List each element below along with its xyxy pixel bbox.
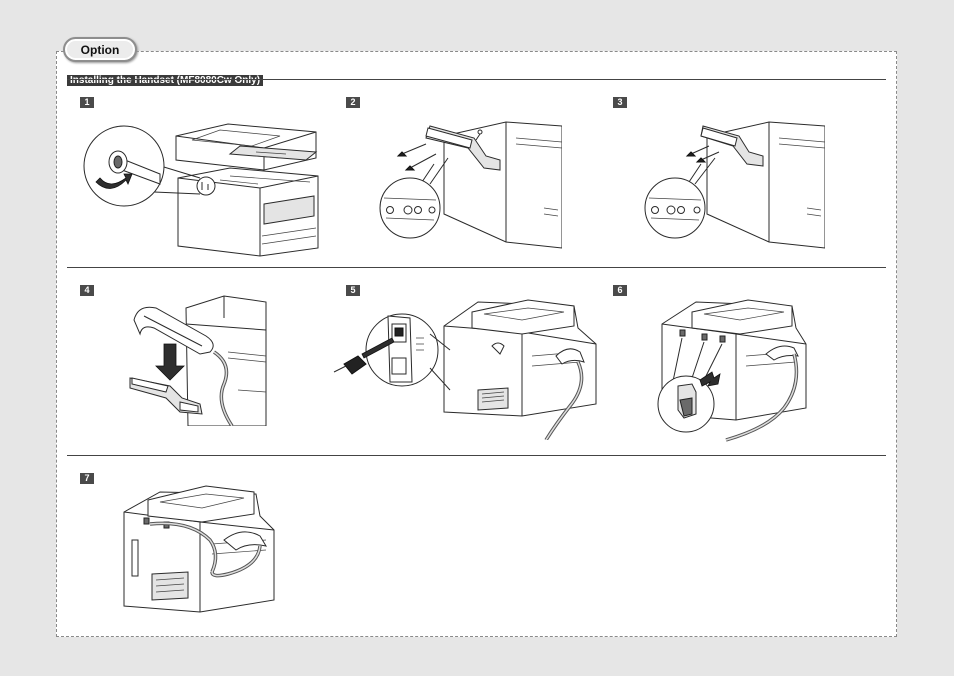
step-4-illustration xyxy=(128,294,270,426)
step-number-2: 2 xyxy=(346,97,360,108)
step-7-illustration xyxy=(120,480,276,614)
row-divider-2 xyxy=(67,455,886,456)
section-rule xyxy=(67,79,886,80)
section-title: Installing the Handset (MF8080Cw Only) xyxy=(67,75,263,86)
step-5-illustration xyxy=(332,294,598,440)
step-3-illustration xyxy=(643,118,825,250)
step-6-illustration xyxy=(656,294,808,442)
step-number-6: 6 xyxy=(613,285,627,296)
step-number-4: 4 xyxy=(80,285,94,296)
option-label: Option xyxy=(81,43,120,57)
option-badge: Option xyxy=(63,37,137,62)
step-number-1: 1 xyxy=(80,97,94,108)
step-2-illustration xyxy=(376,118,562,250)
step-number-7: 7 xyxy=(80,473,94,484)
step-number-3: 3 xyxy=(613,97,627,108)
row-divider-1 xyxy=(67,267,886,268)
step-1-illustration xyxy=(80,118,325,258)
